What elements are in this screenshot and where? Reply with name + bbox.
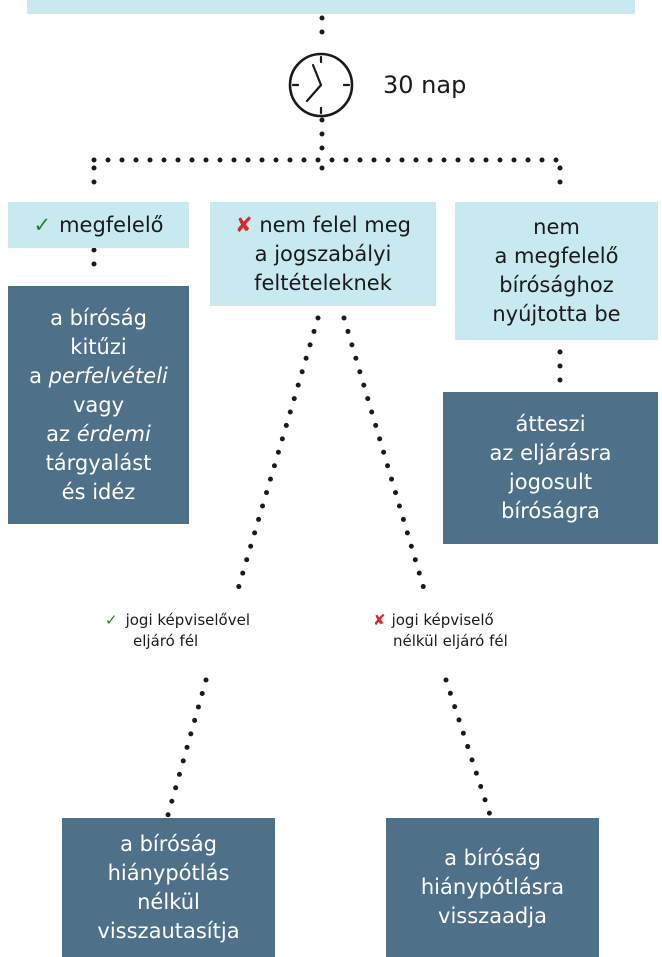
branch-label-megfelelo: megfelelő (59, 212, 164, 237)
outcome-left-line-1: a bíróság (50, 305, 147, 330)
final-left-line-4: visszautasítja (97, 918, 240, 943)
outcome-left-line-5-prefix: az (46, 421, 77, 446)
outcome-right-line-3: jogosult (508, 470, 593, 494)
final-left-line-3: nélkül (137, 889, 200, 914)
outcome-left-line-3-prefix: a (29, 363, 49, 388)
branch-middle-line-2: a jogszabályi (254, 241, 392, 266)
outcome-box-kituzi: a bíróság kitűzi a perfelvételi vagy az … (8, 286, 189, 524)
outcome-left-line-7: és idéz (61, 479, 136, 504)
outcome-left-line-2: kitűzi (70, 334, 127, 359)
cross-icon: ✘ (235, 212, 253, 237)
branch-box-nem-felel-meg: ✘ nem felel meg a jogszabályi feltételek… (210, 202, 436, 306)
final-right-line-1: a bíróság (444, 846, 541, 870)
branch-right-line-2: a megfelelő (494, 244, 619, 268)
outcome-left-line-5-italic: érdemi (76, 421, 151, 446)
outcome-right-line-1: átteszi (515, 412, 586, 436)
branch-right-line-1: nem (533, 215, 580, 239)
connector-diag-right-bottom (443, 677, 493, 818)
outcome-right-line-2: az eljárásra (489, 441, 612, 465)
top-box (27, 0, 635, 14)
sub-branch-with-lawyer: ✓ jogi képviselővel eljáró fél (105, 610, 325, 652)
sub-with-lawyer-line-2: eljáró fél (133, 632, 199, 650)
final-box-visszaadja: a bíróság hiánypótlásra visszaadja (386, 818, 599, 957)
branch-box-nem-megfelelo-birosag: nem a megfelelő bírósághoz nyújtotta be (455, 202, 658, 340)
connector-diag-left-top (233, 315, 321, 599)
branch-right-line-3: bírósághoz (499, 273, 614, 297)
outcome-box-atteszi: átteszi az eljárásra jogosult bíróságra (443, 392, 658, 544)
outcome-right-line-4: bíróságra (501, 499, 600, 523)
outcome-left-line-6: tárgyalást (45, 450, 152, 475)
branch-middle-line-3: feltételeknek (254, 270, 392, 295)
check-icon: ✓ (105, 611, 118, 629)
clock-icon (288, 52, 354, 118)
final-right-line-2: hiánypótlásra (420, 875, 565, 899)
connector-diag-right-top (341, 315, 429, 599)
check-icon: ✓ (33, 212, 52, 237)
timer-label: 30 nap (383, 71, 467, 99)
sub-with-lawyer-line-1: jogi képviselővel (125, 611, 250, 629)
outcome-left-line-3-italic: perfelvételi (48, 363, 168, 388)
branch-middle-line-1: nem felel meg (259, 212, 411, 237)
final-left-line-1: a bíróság (120, 831, 217, 856)
sub-without-lawyer-line-1: jogi képviselő (391, 611, 494, 629)
branch-right-line-4: nyújtotta be (492, 302, 621, 326)
branch-box-megfelelo: ✓ megfelelő (8, 202, 189, 248)
final-left-line-2: hiánypótlás (107, 860, 230, 885)
final-right-line-3: visszaadja (438, 904, 547, 928)
cross-icon: ✘ (373, 611, 386, 629)
sub-branch-without-lawyer: ✘ jogi képviselő nélkül eljáró fél (373, 610, 593, 652)
sub-without-lawyer-line-2: nélkül eljáró fél (393, 632, 508, 650)
connector-diag-left-bottom (165, 677, 209, 818)
outcome-left-line-4: vagy (72, 392, 125, 417)
final-box-visszautasitja: a bíróság hiánypótlás nélkül visszautasí… (62, 818, 275, 957)
